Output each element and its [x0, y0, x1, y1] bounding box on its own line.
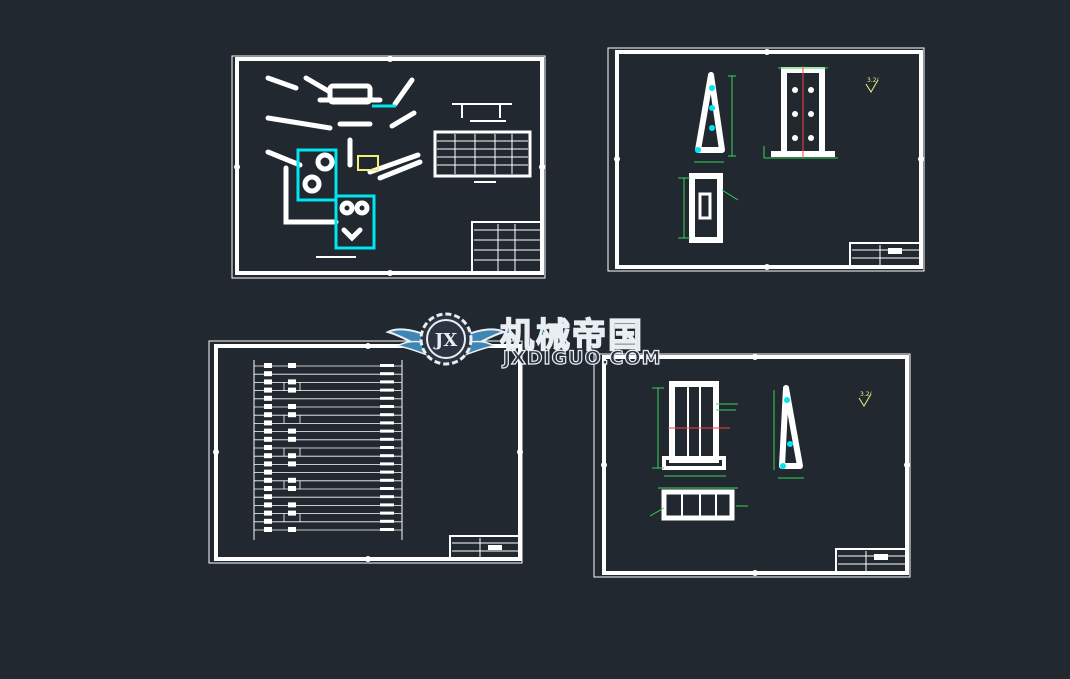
sheet-assembly-drawing[interactable] — [231, 55, 546, 279]
ladder-rung — [254, 453, 402, 459]
ladder-rung — [254, 379, 402, 391]
gear-icon — [419, 312, 473, 366]
ladder-rung — [254, 527, 402, 532]
bracket-title-block — [849, 242, 922, 268]
watermark-brand-name: 机械帝国 — [499, 315, 644, 357]
bracket-side-view — [694, 72, 736, 163]
assembly-highlight-yellow — [357, 155, 379, 171]
ladder-rung — [254, 420, 402, 426]
svg-text:3.2/: 3.2/ — [860, 391, 873, 398]
assembly-mechanism — [265, 75, 423, 242]
ladder-rungs — [254, 363, 402, 532]
svg-text:3.2/: 3.2/ — [867, 77, 880, 84]
ladder-rung — [254, 477, 402, 489]
assembly-parts-table — [433, 130, 532, 183]
ladder-rung — [254, 502, 402, 508]
assembly-detail-view — [452, 103, 512, 122]
sheet-part-drawing-frame[interactable]: 3.2/ — [593, 353, 911, 578]
frame-title-block — [835, 548, 908, 574]
sheet-part-drawing-bracket[interactable]: 3.2/ — [607, 47, 925, 272]
ladder-title-block — [449, 535, 521, 560]
frame-side-view — [773, 385, 804, 479]
ladder-rung — [254, 395, 402, 401]
frame-front-view — [652, 381, 738, 477]
ladder-rung — [254, 486, 402, 491]
ladder-rung — [254, 461, 402, 467]
ladder-rung — [254, 510, 402, 522]
ladder-rung — [254, 371, 402, 377]
sheet-electrical-ladder-diagram[interactable] — [208, 340, 523, 564]
ladder-rung — [254, 494, 402, 500]
ladder-rung — [254, 445, 402, 457]
assembly-title-block — [471, 221, 543, 274]
watermark-emblem: JX — [385, 312, 507, 366]
ladder-rung — [254, 404, 402, 409]
ladder-rung — [254, 387, 402, 393]
bracket-top-view — [678, 173, 739, 243]
ladder-rung — [254, 428, 402, 434]
assembly-highlight-cyan — [296, 104, 396, 250]
ladder-rung — [254, 469, 402, 475]
ladder-rung — [254, 436, 402, 442]
emblem-letters: JX — [433, 330, 458, 351]
watermark-brand-url: JXDIGUO.COM — [502, 346, 662, 369]
frame-roughness-symbol: 3.2/ — [858, 391, 873, 407]
bracket-front-view — [763, 66, 838, 159]
frame-top-view — [649, 487, 748, 521]
ladder-rung — [254, 363, 402, 368]
ladder-rung — [254, 412, 402, 424]
bracket-roughness-symbol: 3.2/ — [865, 77, 880, 93]
ladder-rung — [254, 518, 402, 524]
